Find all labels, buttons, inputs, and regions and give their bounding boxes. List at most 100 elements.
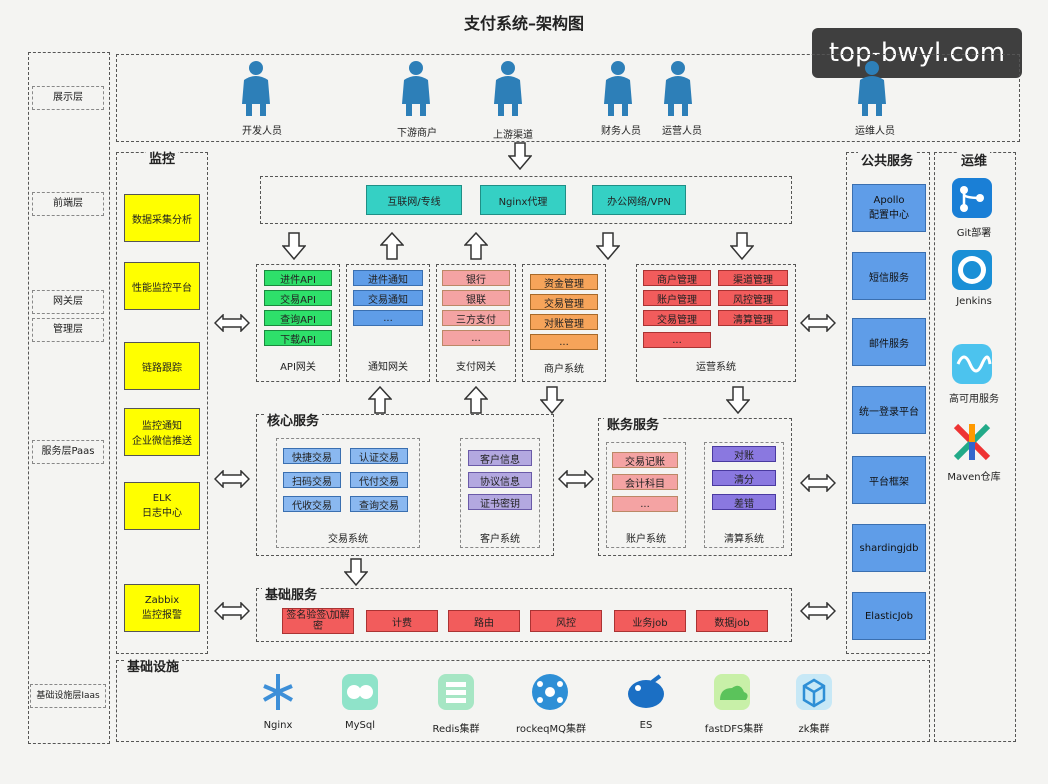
trade-item: 扫码交易	[283, 472, 341, 488]
customer-panel	[460, 438, 540, 548]
maven-icon	[950, 420, 994, 468]
api-item: 下载API	[264, 330, 332, 346]
frontend-internet: 互联网/专线	[366, 185, 462, 215]
redis-icon	[434, 670, 478, 718]
base-item: 计费	[366, 610, 438, 632]
accounting-panel	[598, 418, 792, 556]
pay-item: 银联	[442, 290, 510, 306]
accounting-title: 账务服务	[604, 414, 663, 433]
public-item: 统一登录平台	[852, 386, 926, 434]
base-panel	[256, 588, 792, 642]
up-arrow-icon	[463, 231, 489, 264]
merchant-item: 资金管理	[530, 274, 598, 290]
infra-item-label: fastDFS集群	[704, 724, 764, 735]
elasticsearch-icon	[624, 670, 668, 718]
double-arrow-icon	[799, 313, 837, 336]
account-label: 账户系统	[626, 534, 666, 545]
infra-item-label: rockeqMQ集群	[516, 724, 586, 735]
customer-label: 客户系统	[480, 534, 520, 545]
core-panel	[256, 414, 554, 556]
infra-item-label: zk集群	[798, 724, 830, 735]
double-arrow-icon	[799, 601, 837, 624]
finance-icon	[598, 58, 642, 122]
account-item: ...	[612, 496, 678, 512]
layer-column	[28, 52, 110, 744]
monitor-title: 监控	[146, 148, 179, 167]
public-item: 短信服务	[852, 252, 926, 300]
user-label: 下游商户	[397, 128, 437, 139]
user-label: 运维人员	[855, 126, 895, 137]
developer-icon	[236, 58, 280, 122]
api-item: 查询API	[264, 310, 332, 326]
trade-item: 查询交易	[350, 496, 408, 512]
down-arrow-icon	[729, 232, 755, 264]
up-arrow-icon	[367, 385, 393, 418]
pay-gateway-label: 支付网关	[456, 362, 496, 373]
clearing-label: 清算系统	[724, 534, 764, 545]
base-title: 基础服务	[262, 584, 321, 603]
notify-gateway-panel	[346, 264, 430, 382]
down-arrow-icon	[539, 386, 565, 418]
clearing-panel	[704, 442, 784, 548]
double-arrow-icon	[213, 601, 251, 624]
monitor-item: Zabbix 监控报警	[124, 584, 200, 632]
user-label: 上游渠道	[493, 130, 533, 141]
merchant-item: ...	[530, 334, 598, 350]
clearing-item: 对账	[712, 446, 776, 462]
ops-item: ...	[643, 332, 711, 348]
notify-item: 交易通知	[353, 290, 423, 306]
page-title: 支付系统–架构图	[463, 14, 584, 33]
jenkins-icon	[950, 248, 994, 296]
clearing-item: 清分	[712, 470, 776, 486]
clearing-item: 差错	[712, 494, 776, 510]
down-arrow-icon	[595, 232, 621, 264]
infra-item-label: Redis集群	[432, 724, 480, 735]
infra-item-label: ES	[639, 720, 653, 731]
customer-item: 证书密钥	[468, 494, 532, 510]
customer-item: 协议信息	[468, 472, 532, 488]
public-title: 公共服务	[858, 150, 917, 169]
pay-gateway-panel	[436, 264, 516, 382]
base-item: 数据job	[696, 610, 768, 632]
pay-item: 三方支付	[442, 310, 510, 326]
merchant-item: 对账管理	[530, 314, 598, 330]
merchant-item: 交易管理	[530, 294, 598, 310]
mysql-icon	[338, 670, 382, 718]
monitor-item: 链路跟踪	[124, 342, 200, 390]
ops-item: 账户管理	[643, 290, 711, 306]
layer-gateway: 网关层	[32, 290, 104, 314]
trade-item: 代收交易	[283, 496, 341, 512]
monitor-item: 监控通知 企业微信推送	[124, 408, 200, 456]
notify-gateway-label: 通知网关	[368, 362, 408, 373]
account-panel	[606, 442, 686, 548]
merchant-icon	[396, 58, 440, 122]
ops-item-label: Git部署	[956, 228, 992, 239]
double-arrow-icon	[799, 473, 837, 496]
frontend-panel	[260, 176, 792, 224]
ops-item-label: Maven仓库	[947, 472, 1001, 483]
frontend-nginx: Nginx代理	[480, 185, 566, 215]
api-item: 进件API	[264, 270, 332, 286]
layer-presentation: 展示层	[32, 86, 104, 110]
pay-item: 银行	[442, 270, 510, 286]
account-item: 会计科目	[612, 474, 678, 490]
core-title: 核心服务	[264, 410, 323, 429]
user-label: 运营人员	[662, 126, 702, 137]
account-item: 交易记账	[612, 452, 678, 468]
layer-frontend: 前端层	[32, 192, 104, 216]
infra-title: 基础设施	[124, 656, 183, 675]
user-label: 财务人员	[601, 126, 641, 137]
api-gateway-panel	[256, 264, 340, 382]
public-item: shardingjdb	[852, 524, 926, 572]
trade-item: 代付交易	[350, 472, 408, 488]
base-item: 签名验签\加解密	[282, 608, 354, 634]
monitor-item: ELK 日志中心	[124, 482, 200, 530]
ops-item: 清算管理	[718, 310, 788, 326]
base-item: 风控	[530, 610, 602, 632]
watermark: top-bwyl.com	[812, 28, 1022, 78]
public-item: Apollo 配置中心	[852, 184, 926, 232]
ops-item: 交易管理	[643, 310, 711, 326]
layer-paas: 服务层Paas	[32, 440, 104, 464]
nginx-icon	[256, 670, 300, 718]
trade-panel	[276, 438, 420, 548]
